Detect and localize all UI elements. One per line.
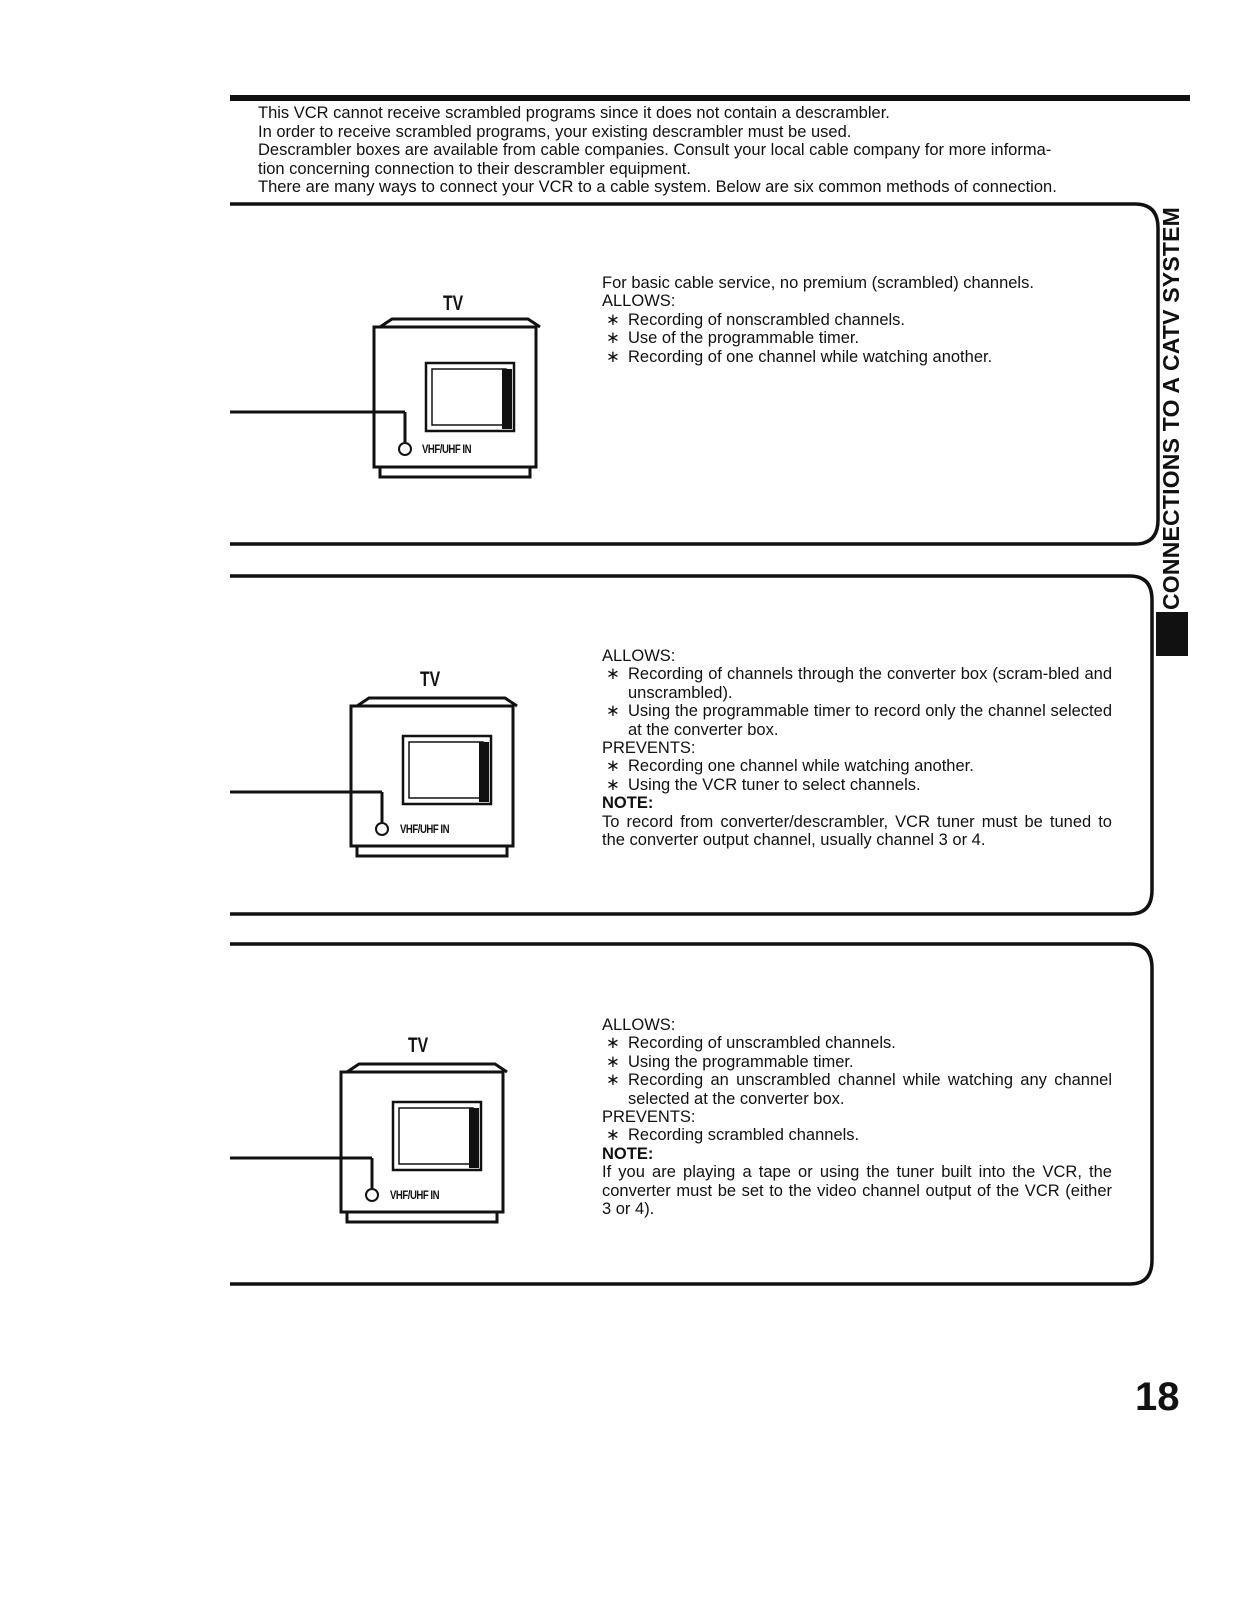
prevents-heading: PREVENTS: <box>602 1108 696 1127</box>
allows-heading: ALLOWS: <box>602 1016 676 1034</box>
list-item: ∗Using the VCR tuner to select channels. <box>606 775 921 794</box>
list-item: ∗Using the programmable timer to record … <box>606 702 1112 739</box>
list-item: ∗Recording of unscrambled channels. <box>606 1034 896 1053</box>
panel-description: For basic cable service, no premium (scr… <box>602 274 1118 366</box>
intro-text: This VCR cannot receive scrambled progra… <box>258 104 1178 197</box>
list-item: ∗Recording of one channel while watching… <box>606 347 993 366</box>
tv-port-label: VHF/UHF IN <box>400 822 450 836</box>
allows-heading: ALLOWS: <box>602 647 676 665</box>
intro-line-4: tion concerning connection to their desc… <box>258 159 691 178</box>
note-heading: NOTE: <box>602 1144 654 1163</box>
note-text: If you are playing a tape or using the t… <box>602 1163 1112 1219</box>
list-item: ∗Recording of channels through the conve… <box>606 665 1112 702</box>
tv-diagram: TV VHF/UHF IN <box>230 668 550 868</box>
intro-line-2: In order to receive scrambled programs, … <box>258 122 852 141</box>
tv-diagram: TV VHF/UHF IN <box>230 1034 550 1234</box>
list-item: ∗Recording one channel while watching an… <box>606 757 974 776</box>
connection-panel-2: TV VHF/UHF IN ALLOWS: ∗Recording of chan… <box>230 572 1180 922</box>
section-side-title: CONNECTIONS TO A CATV SYSTEM <box>1158 206 1184 610</box>
panel-frame <box>230 202 1160 546</box>
tv-port-label: VHF/UHF IN <box>390 1188 440 1202</box>
intro-line-1: This VCR cannot receive scrambled progra… <box>258 104 890 122</box>
list-item: ∗Recording of nonscrambled channels. <box>606 310 905 329</box>
tv-label: TV <box>443 292 464 315</box>
list-item: ∗Recording scrambled channels. <box>606 1126 860 1145</box>
list-item: ∗Recording an unscrambled channel while … <box>606 1071 1112 1108</box>
panel-description: ALLOWS: ∗Recording of unscrambled channe… <box>602 1016 1112 1218</box>
tv-icon <box>230 1062 508 1224</box>
list-item: ∗Using the programmable timer. <box>606 1052 854 1071</box>
intro-line-3: Descrambler boxes are available from cab… <box>258 141 1052 160</box>
note-text: To record from converter/descrambler, VC… <box>602 812 1112 850</box>
connection-panel-1: TV VHF/UHF IN For basic cable service, n… <box>230 200 1180 550</box>
tv-icon <box>230 317 541 479</box>
allows-heading: ALLOWS: <box>602 292 676 311</box>
intro-line-5: There are many ways to connect your VCR … <box>258 178 1057 197</box>
tv-label: TV <box>408 1034 429 1057</box>
intro-top-rule <box>230 95 1190 101</box>
tv-icon <box>230 696 518 858</box>
panel-frame <box>230 942 1154 1286</box>
panel-lead: For basic cable service, no premium (scr… <box>602 274 1034 292</box>
panel-description: ALLOWS: ∗Recording of channels through t… <box>602 647 1112 849</box>
tv-port-label: VHF/UHF IN <box>422 442 472 456</box>
section-tab-marker <box>1156 612 1188 656</box>
note-heading: NOTE: <box>602 794 654 813</box>
panel-frame <box>230 574 1154 916</box>
tv-diagram: TV VHF/UHF IN <box>230 292 550 492</box>
prevents-heading: PREVENTS: <box>602 739 696 758</box>
list-item: ∗Use of the programmable timer. <box>606 329 860 348</box>
connection-panel-3: TV VHF/UHF IN ALLOWS: ∗Recording of unsc… <box>230 940 1180 1290</box>
tv-label: TV <box>420 668 441 691</box>
page-number: 18 <box>1135 1375 1180 1419</box>
